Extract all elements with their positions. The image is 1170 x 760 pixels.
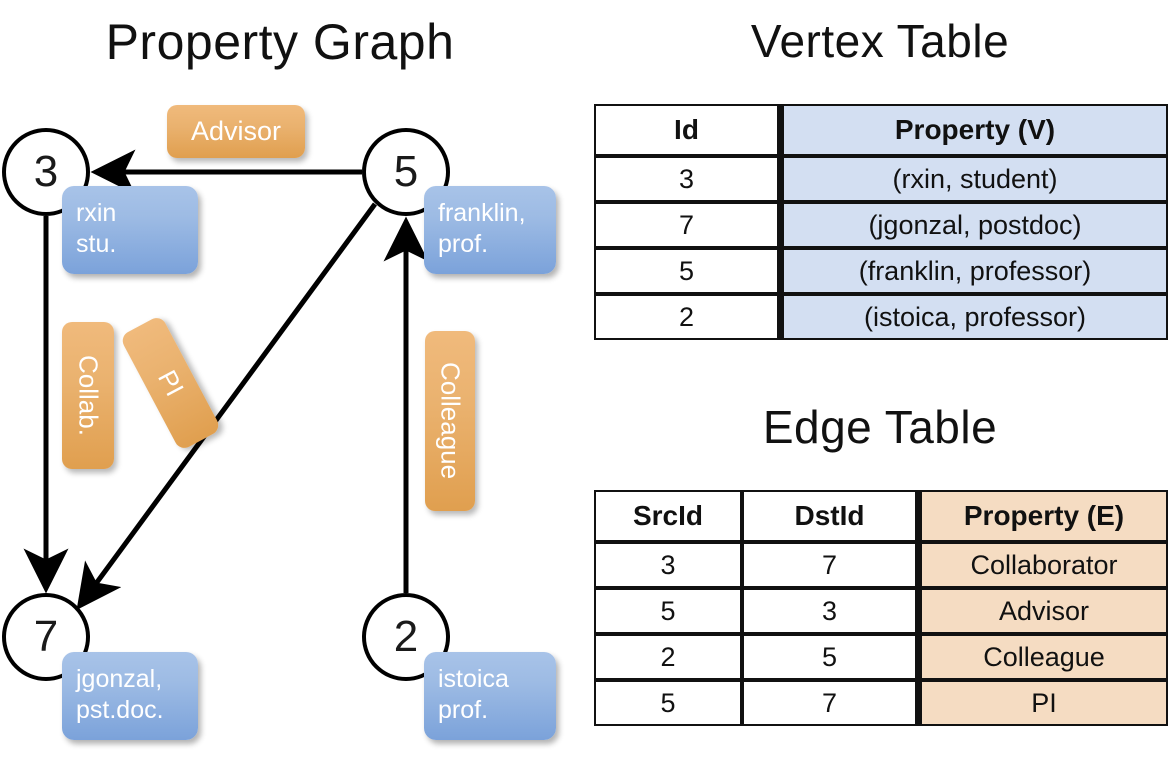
edge-label-advisor: Advisor bbox=[167, 105, 305, 158]
edge-header-srcid: SrcId bbox=[594, 490, 742, 542]
vertex-cell-property: (franklin, professor) bbox=[780, 248, 1168, 294]
edge-table: SrcId DstId Property (E) 3 7 Collaborato… bbox=[594, 490, 1168, 726]
edge-cell-srcid: 5 bbox=[594, 588, 742, 634]
edge-5-to-7 bbox=[76, 202, 378, 611]
table-row[interactable]: 5 7 PI bbox=[594, 680, 1168, 726]
table-row[interactable]: 3 7 Collaborator bbox=[594, 542, 1168, 588]
edge-cell-property: Collaborator bbox=[918, 542, 1168, 588]
node-property-box-istoica: istoica prof. bbox=[424, 652, 556, 740]
graph-node-5[interactable]: 5 bbox=[362, 128, 450, 216]
vertex-cell-property: (jgonzal, postdoc) bbox=[780, 202, 1168, 248]
node-property-line: franklin, bbox=[438, 199, 526, 227]
edge-cell-dstid: 5 bbox=[742, 634, 918, 680]
edge-cell-property: Advisor bbox=[918, 588, 1168, 634]
node-property-box-franklin: franklin, prof. bbox=[424, 186, 556, 274]
property-graph-diagram: 3 5 7 2 rxin stu. franklin, prof. jgonza… bbox=[2, 105, 556, 740]
node-property-box-jgonzal: jgonzal, pst.doc. bbox=[62, 652, 198, 740]
edge-label-collab: Collab. bbox=[62, 322, 114, 469]
edge-cell-srcid: 3 bbox=[594, 542, 742, 588]
vertex-table: Id Property (V) 3 (rxin, student) 7 (jgo… bbox=[594, 104, 1168, 340]
edge-cell-dstid: 7 bbox=[742, 542, 918, 588]
edge-label-colleague: Colleague bbox=[425, 331, 475, 511]
edge-cell-property: Colleague bbox=[918, 634, 1168, 680]
edge-cell-dstid: 7 bbox=[742, 680, 918, 726]
page-title-vertex-table: Vertex Table bbox=[750, 15, 1010, 67]
table-row[interactable]: 2 5 Colleague bbox=[594, 634, 1168, 680]
node-property-line: rxin bbox=[76, 199, 117, 227]
table-row[interactable]: 5 3 Advisor bbox=[594, 588, 1168, 634]
vertex-cell-id: 2 bbox=[594, 294, 780, 340]
edge-cell-property: PI bbox=[918, 680, 1168, 726]
table-header-row: Id Property (V) bbox=[594, 104, 1168, 156]
vertex-cell-property: (istoica, professor) bbox=[780, 294, 1168, 340]
page-title-property-graph: Property Graph bbox=[105, 14, 455, 70]
node-property-line: pst.doc. bbox=[76, 696, 164, 724]
vertex-cell-id: 5 bbox=[594, 248, 780, 294]
table-row[interactable]: 3 (rxin, student) bbox=[594, 156, 1168, 202]
node-property-box-rxin: rxin stu. bbox=[62, 186, 198, 274]
graph-node-2[interactable]: 2 bbox=[362, 593, 450, 681]
graph-edge-lines bbox=[23, 149, 429, 611]
edge-cell-srcid: 5 bbox=[594, 680, 742, 726]
page-title-edge-table: Edge Table bbox=[762, 401, 998, 453]
edge-label-text: Colleague bbox=[435, 362, 466, 480]
table-row[interactable]: 5 (franklin, professor) bbox=[594, 248, 1168, 294]
edge-header-dstid: DstId bbox=[742, 490, 918, 542]
node-property-line: prof. bbox=[438, 696, 489, 724]
table-header-row: SrcId DstId Property (E) bbox=[594, 490, 1168, 542]
vertex-cell-id: 3 bbox=[594, 156, 780, 202]
node-property-line: prof. bbox=[438, 230, 489, 258]
node-property-line: istoica bbox=[438, 665, 509, 693]
edge-label-text: Collab. bbox=[73, 355, 104, 436]
vertex-cell-property: (rxin, student) bbox=[780, 156, 1168, 202]
edge-label-text: PI bbox=[151, 364, 190, 401]
table-row[interactable]: 7 (jgonzal, postdoc) bbox=[594, 202, 1168, 248]
vertex-cell-id: 7 bbox=[594, 202, 780, 248]
vertex-header-id: Id bbox=[594, 104, 780, 156]
edge-label-text: Advisor bbox=[190, 116, 282, 146]
node-property-line: stu. bbox=[76, 230, 117, 258]
edge-cell-dstid: 3 bbox=[742, 588, 918, 634]
edge-header-property: Property (E) bbox=[918, 490, 1168, 542]
edge-cell-srcid: 2 bbox=[594, 634, 742, 680]
node-property-line: jgonzal, bbox=[76, 665, 163, 693]
vertex-header-property: Property (V) bbox=[780, 104, 1168, 156]
table-row[interactable]: 2 (istoica, professor) bbox=[594, 294, 1168, 340]
